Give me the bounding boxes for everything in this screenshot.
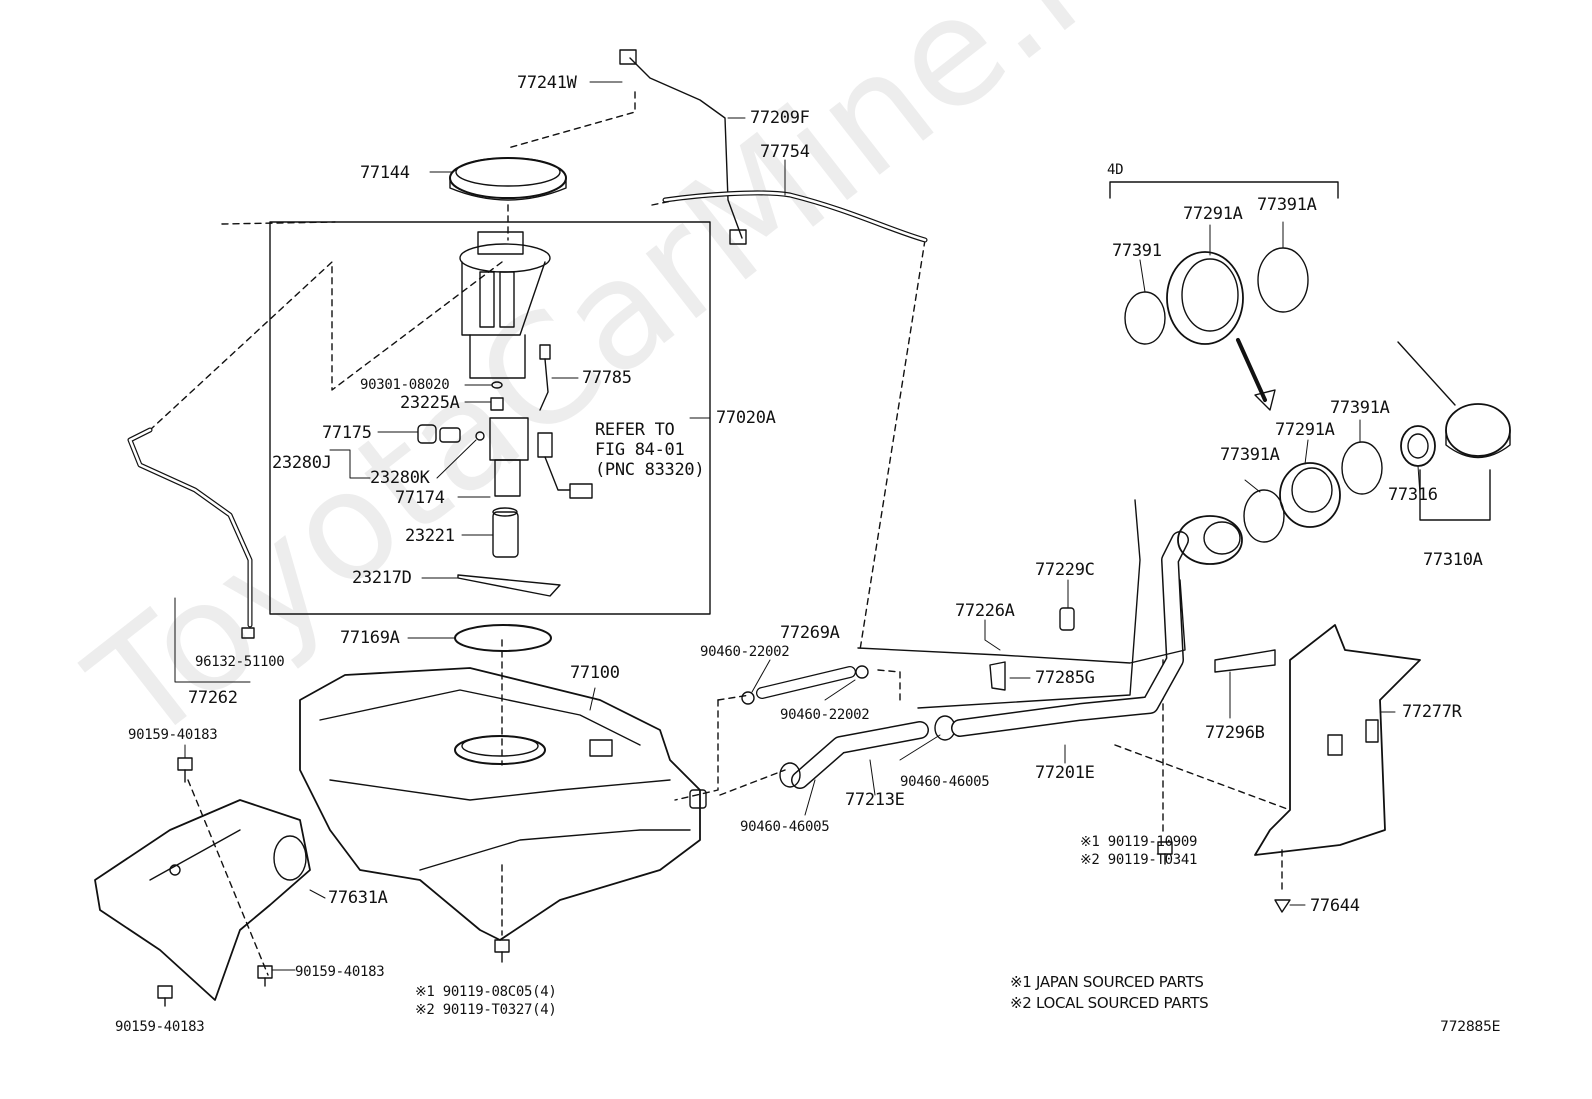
refer-line-1: REFER TO	[595, 420, 675, 440]
label-77226a: 77226A	[955, 601, 1015, 621]
regulator-23280j	[439, 427, 461, 443]
label-77201e: 77201E	[1035, 763, 1095, 783]
ring-77316	[1400, 425, 1436, 467]
label-90460-22002-right: 90460-22002	[780, 707, 870, 723]
pump-23221	[492, 511, 519, 558]
label-90119-t0341: ※2 90119-T0341	[1080, 852, 1198, 868]
label-77291a-top: 77291A	[1183, 204, 1243, 224]
label-23225a: 23225A	[400, 393, 460, 413]
filter-77175	[417, 424, 437, 444]
clamp-90460-b	[855, 665, 869, 679]
label-90119-t0327: ※2 90119-T0327(4)	[415, 1002, 557, 1018]
seal-77391	[1124, 291, 1166, 345]
connector-77209f-end	[729, 229, 747, 245]
label-77285g: 77285G	[1035, 668, 1095, 688]
clamp-90460-c	[779, 762, 801, 788]
float-arm	[569, 483, 593, 499]
group-bracket	[1109, 181, 1339, 199]
label-77174: 77174	[395, 488, 445, 508]
label-77291a-mid: 77291A	[1275, 420, 1335, 440]
gasket-77169a	[454, 624, 552, 652]
bolts	[157, 757, 1291, 1007]
neck-77291a-top	[1166, 251, 1244, 345]
fuel-tank-77100	[299, 667, 707, 941]
legend-note-1: ※1 JAPAN SOURCED PARTS	[1010, 973, 1204, 991]
clip-77285g	[989, 661, 1006, 691]
part-23225a	[490, 397, 504, 411]
label-96132-51100: 96132-51100	[195, 654, 285, 670]
label-23280j: 23280J	[272, 453, 332, 473]
label-77785: 77785	[582, 368, 632, 388]
label-77391a-top: 77391A	[1257, 195, 1317, 215]
filler-neck-group	[1124, 247, 1511, 543]
label-77213e: 77213E	[845, 790, 905, 810]
label-23221: 23221	[405, 526, 455, 546]
label-77241w: 77241W	[517, 73, 577, 93]
bracket-77296b	[1214, 649, 1276, 673]
label-77144: 77144	[360, 163, 410, 183]
label-77209f: 77209F	[750, 108, 810, 128]
sender-connector	[537, 432, 553, 458]
clamp-90460-a	[741, 691, 755, 705]
filler-pipe-77201e	[857, 499, 1243, 737]
strainer-23217d	[457, 574, 561, 597]
shield-77277r	[1254, 624, 1421, 856]
seal-77391a-mid	[1341, 441, 1383, 495]
seal-77391a-top	[1257, 247, 1309, 313]
oring-23280k	[475, 431, 485, 441]
cap-77310a	[1445, 403, 1511, 457]
legend-note-2: ※2 LOCAL SOURCED PARTS	[1010, 994, 1209, 1012]
label-77100: 77100	[570, 663, 620, 683]
leader-lines	[174, 81, 1421, 971]
label-23280k: 23280K	[370, 468, 430, 488]
label-group-4d: 4D	[1107, 162, 1124, 178]
label-90159-40183-bottom: 90159-40183	[115, 1019, 205, 1035]
diagram-code: 772885E	[1440, 1019, 1501, 1035]
label-90460-22002-left: 90460-22002	[700, 644, 790, 660]
connector-77241w	[619, 49, 637, 65]
label-77296b: 77296B	[1205, 723, 1265, 743]
label-90119-10909: ※1 90119-10909	[1080, 834, 1198, 850]
label-77277r: 77277R	[1402, 702, 1462, 722]
label-77316: 77316	[1388, 485, 1438, 505]
protector-77631a	[94, 799, 311, 1001]
fuel-pump-module	[459, 231, 551, 379]
clip-96132	[241, 627, 255, 639]
part-77229c	[1059, 607, 1075, 631]
label-77631a: 77631A	[328, 888, 388, 908]
label-77391: 77391	[1112, 241, 1162, 261]
label-77175: 77175	[322, 423, 372, 443]
connector-77785	[539, 344, 551, 360]
refer-line-2: FIG 84-01	[595, 440, 685, 460]
label-77229c: 77229C	[1035, 560, 1095, 580]
refer-line-3: (PNC 83320)	[595, 460, 705, 480]
label-77269a: 77269A	[780, 623, 840, 643]
label-77020a: 77020A	[716, 408, 776, 428]
vent-tube-77262	[127, 427, 253, 628]
label-77391a-mid: 77391A	[1330, 398, 1390, 418]
retainer-ring-77144	[449, 157, 567, 199]
bracket-77174	[489, 417, 529, 461]
harness-77209f	[629, 57, 743, 239]
label-90460-46005-left: 90460-46005	[740, 819, 830, 835]
label-90159-40183-mid: 90159-40183	[295, 964, 385, 980]
label-90460-46005-right: 90460-46005	[900, 774, 990, 790]
label-90119-08c05: ※1 90119-08C05(4)	[415, 984, 557, 1000]
label-77391a-left: 77391A	[1220, 445, 1280, 465]
label-90301-08020: 90301-08020	[360, 377, 450, 393]
label-90159-40183-top: 90159-40183	[128, 727, 218, 743]
label-23217d: 23217D	[352, 568, 412, 588]
label-77262: 77262	[188, 688, 238, 708]
label-77310a: 77310A	[1423, 550, 1483, 570]
oring-90301	[491, 381, 503, 389]
label-77169a: 77169A	[340, 628, 400, 648]
seal-77391a-left	[1243, 489, 1285, 543]
label-77754: 77754	[760, 142, 810, 162]
label-77644: 77644	[1310, 896, 1360, 916]
hose-77754	[662, 190, 928, 243]
neck-77291a-mid	[1279, 462, 1341, 528]
